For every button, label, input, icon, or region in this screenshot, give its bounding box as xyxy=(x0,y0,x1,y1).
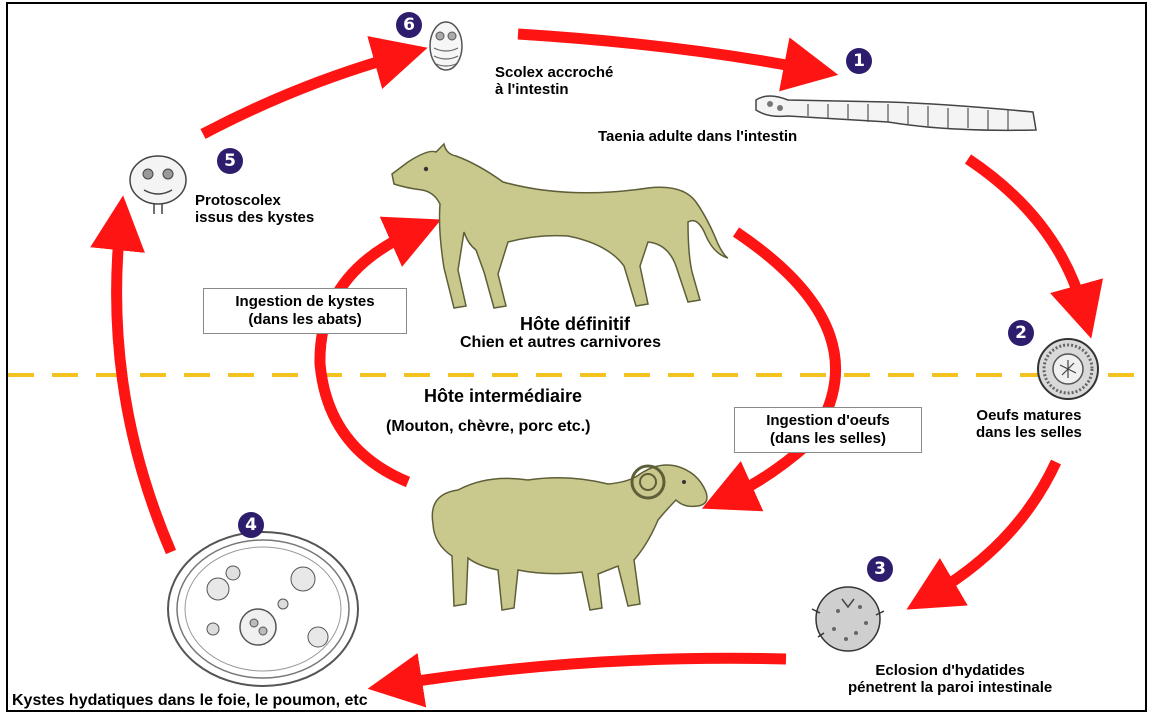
stage2-label-line2: dans les selles xyxy=(976,424,1082,442)
stage1-label: Taenia adulte dans l'intestin xyxy=(598,128,798,145)
stage2-label: Oeufs matures dans les selles xyxy=(976,407,1082,442)
definitive-host-title: Hôte définitif xyxy=(520,314,630,334)
stage6-label-line2: à l'intestin xyxy=(495,81,569,99)
definitive-host-examples: Chien et autres carnivores xyxy=(460,334,661,351)
hydatid-cyst-icon xyxy=(167,531,359,687)
stage3-label-line2: pénetrent la paroi intestinale xyxy=(848,679,1053,697)
stage4-label: Kystes hydatiques dans le foie, le poumo… xyxy=(12,692,368,709)
intermediate-host-examples: (Mouton, chèvre, porc etc.) xyxy=(386,418,591,435)
stage2-label-line1: Oeufs matures xyxy=(976,407,1082,424)
egg-ingestion-box: Ingestion d'oeufs (dans les selles) xyxy=(734,407,922,453)
arrow-2-to-3 xyxy=(906,459,1061,610)
sheep-icon xyxy=(431,464,708,611)
arrow-dog-to-sheep xyxy=(701,227,842,512)
egg-ingestion-line2: (dans les selles) xyxy=(770,430,886,447)
life-cycle-diagram xyxy=(8,21,1145,708)
arrow-3-to-4 xyxy=(367,652,787,708)
stage5-label: Protoscolex issus des kystes xyxy=(195,192,314,227)
egg-icon xyxy=(1037,338,1099,400)
stage5-label-line1: Protoscolex xyxy=(195,192,281,209)
stage-badge-4: 4 xyxy=(238,512,264,538)
arrow-sheep-to-dog xyxy=(314,216,442,488)
tapeworm-icon xyxy=(755,95,1037,132)
diagram-frame: 1 2 3 4 5 6 Scolex accroché à l'intestin… xyxy=(6,2,1147,712)
stage3-label: Eclosion d'hydatides pénetrent la paroi … xyxy=(848,662,1052,697)
stage6-label: Scolex accroché à l'intestin xyxy=(495,64,613,99)
stage-badge-6: 6 xyxy=(396,12,422,38)
stage-badge-2: 2 xyxy=(1008,320,1034,346)
arrow-5-to-6 xyxy=(200,36,428,139)
stage3-label-line1: Eclosion d'hydatides xyxy=(875,662,1025,679)
arrow-6-to-1 xyxy=(517,28,839,92)
stage-badge-5: 5 xyxy=(217,148,243,174)
cyst-ingestion-line2: (dans les abats) xyxy=(248,311,362,328)
dog-icon xyxy=(391,142,729,309)
stage5-label-line2: issus des kystes xyxy=(195,209,315,227)
oncosphere-icon xyxy=(811,586,885,652)
arrow-1-to-2 xyxy=(964,154,1104,339)
cyst-ingestion-line1: Ingestion de kystes xyxy=(235,293,375,310)
stage-badge-3: 3 xyxy=(867,556,893,582)
egg-ingestion-line1: Ingestion d'oeufs xyxy=(766,412,890,429)
arrow-4-to-5 xyxy=(90,195,177,555)
intermediate-host-title: Hôte intermédiaire xyxy=(424,386,583,406)
scolex-icon xyxy=(429,21,463,71)
stage-badge-1: 1 xyxy=(846,48,872,74)
protoscolex-icon xyxy=(129,155,187,214)
cyst-ingestion-box: Ingestion de kystes (dans les abats) xyxy=(203,288,407,334)
stage6-label-line1: Scolex accroché xyxy=(495,64,614,81)
